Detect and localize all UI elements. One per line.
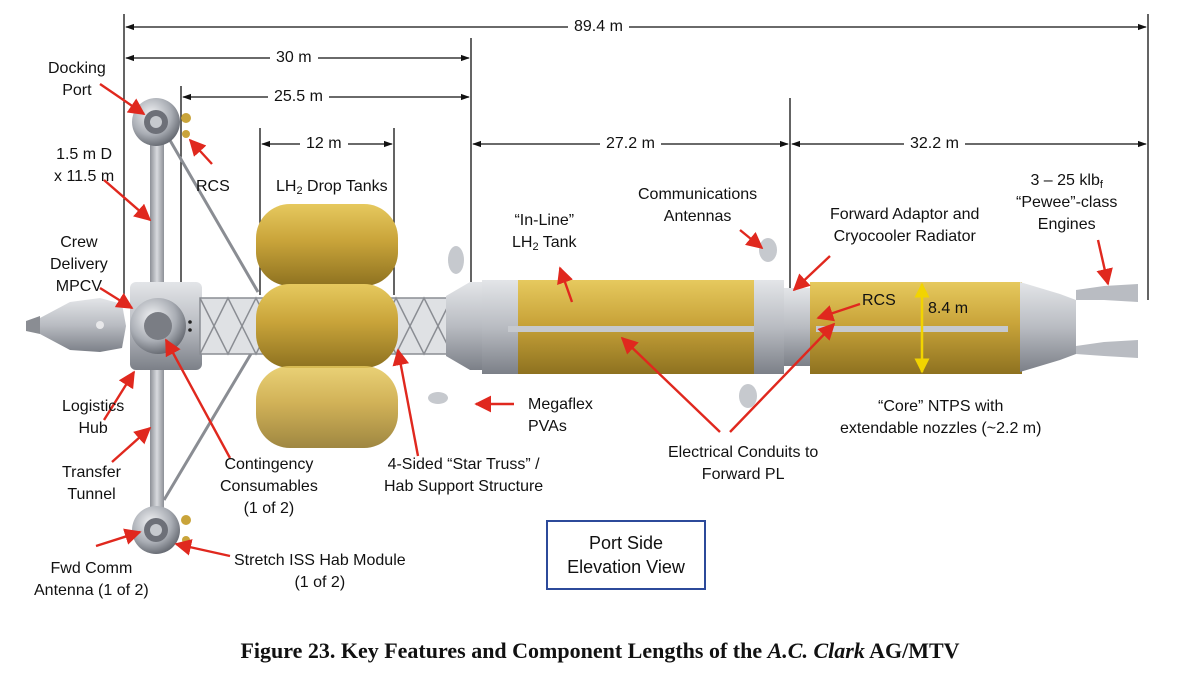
logistics-hub [130, 282, 202, 370]
stretch-hab-modules [132, 98, 191, 554]
lh2-drop-tanks [256, 204, 398, 448]
mpcv-capsule [26, 298, 126, 352]
inline-lh2-tank [482, 238, 784, 408]
dim-12m: 12 m [300, 135, 348, 153]
label-star-truss: 4-Sided “Star Truss” /Hab Support Struct… [384, 456, 544, 495]
view-box-line-2: Elevation View [567, 557, 685, 577]
figure-caption: Figure 23. Key Features and Component Le… [240, 638, 960, 663]
dim-total-length: 89.4 m [568, 18, 629, 36]
dim-25-5m: 25.5 m [268, 88, 329, 106]
view-type-box: Port Side Elevation View [546, 520, 706, 590]
label-stretch-iss: Stretch ISS Hab Module(1 of 2) [234, 552, 406, 591]
dim-8-4m: 8.4 m [928, 300, 969, 317]
leader-arrows [95, 83, 1113, 558]
label-inline-tank: “In-Line” LH2 Tank [512, 212, 577, 253]
dim-32-2m: 32.2 m [904, 135, 965, 153]
dim-30m: 30 m [270, 49, 318, 67]
dim-27-2m: 27.2 m [600, 135, 661, 153]
forward-adapter [428, 246, 482, 404]
label-rcs-core: RCS [862, 292, 896, 309]
label-drop-tanks: LH2 Drop Tanks [276, 178, 388, 197]
label-rcs-top: RCS [196, 178, 230, 195]
label-engines: 3 – 25 klbf “Pewee”-class Engines [1016, 172, 1118, 233]
core-ntps [784, 282, 1138, 374]
view-box-line-1: Port Side [588, 533, 664, 553]
